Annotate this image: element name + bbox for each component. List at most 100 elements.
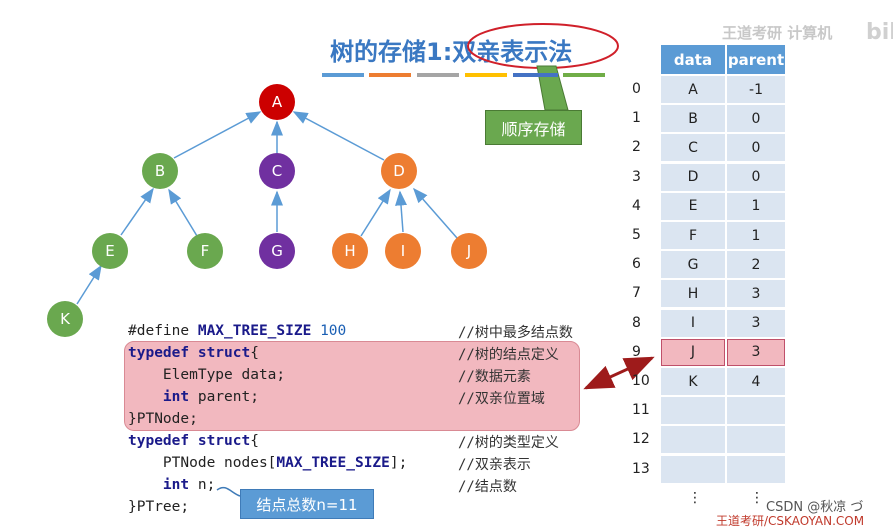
code-comment: //双亲位置域 xyxy=(458,391,545,407)
tree-node-G: G xyxy=(259,233,295,269)
code-token xyxy=(128,477,163,493)
header-data: data xyxy=(661,45,725,74)
edge-I-D xyxy=(395,190,407,233)
cell-data xyxy=(661,455,725,483)
edge-J-D xyxy=(413,187,458,239)
code-token: MAX_TREE_SIZE xyxy=(197,323,312,339)
row-index: 9 xyxy=(632,343,641,360)
code-comment: //结点数 xyxy=(458,479,517,495)
code-comment: //树中最多结点数 xyxy=(458,325,573,341)
tree-node-K: K xyxy=(47,301,83,337)
edge-K-E xyxy=(76,264,102,305)
title-bar-green xyxy=(563,73,605,77)
cell-parent: -1 xyxy=(727,76,785,103)
cell-data: A xyxy=(661,76,725,103)
row-index: 5 xyxy=(632,227,641,243)
brand-credit: 王道考研/CSKAOYAN.COM xyxy=(716,514,865,528)
code-token: typedef struct xyxy=(128,433,251,449)
cell-data: H xyxy=(661,280,725,308)
cell-data: C xyxy=(661,134,725,162)
row-index: 11 xyxy=(632,402,650,419)
code-token: 100 xyxy=(320,323,347,339)
cell-parent: 4 xyxy=(727,368,785,395)
slide-title: 树的存储1:双亲表示法 xyxy=(330,32,572,67)
row-index: 1 xyxy=(632,110,641,127)
cell-data xyxy=(661,397,725,425)
cell-parent: 2 xyxy=(727,251,785,279)
code-line: ElemType data; xyxy=(128,364,407,386)
row-index: 0 xyxy=(632,81,641,97)
code-token: MAX_TREE_SIZE xyxy=(276,455,390,471)
tree-node-D: D xyxy=(381,153,417,189)
code-token: #define xyxy=(128,323,198,339)
title-emphasis: 双亲表示法 xyxy=(452,38,573,66)
title-bar-yellow xyxy=(465,73,507,77)
code-line: typedef struct{ xyxy=(128,342,407,364)
code-token: { xyxy=(250,433,259,449)
tree-node-E: E xyxy=(92,233,128,269)
title-bar-blue xyxy=(322,73,364,77)
cell-data: J xyxy=(661,338,725,366)
row-index: 12 xyxy=(632,431,650,448)
row-index: 10 xyxy=(632,373,650,389)
link-code-to-row-9 xyxy=(583,356,655,390)
cell-data xyxy=(661,426,725,454)
ptnode-highlight-box xyxy=(124,341,580,431)
code-token: n; xyxy=(189,477,216,493)
code-token: parent; xyxy=(189,389,259,405)
code-comment: //双亲表示 xyxy=(458,457,531,473)
edge-F-B xyxy=(168,188,198,237)
tree-node-H: H xyxy=(332,233,368,269)
cell-data: G xyxy=(661,251,725,279)
tree-node-A: A xyxy=(259,84,295,120)
code-token: ]; xyxy=(389,455,408,471)
code-line: }PTree; xyxy=(128,496,407,518)
tree-node-C: C xyxy=(259,153,295,189)
callout-label: 顺序存储 xyxy=(501,119,566,139)
count-label-pointer xyxy=(216,486,241,497)
node-count-label: 结点总数n=11 xyxy=(240,489,374,519)
csdn-credit: CSDN @秋凉 づ xyxy=(766,500,864,515)
table-ellipsis-parent: ⋮ xyxy=(750,490,764,506)
cell-parent: 3 xyxy=(727,309,785,337)
code-token xyxy=(311,323,320,339)
cell-data: D xyxy=(661,163,725,191)
row-index: 13 xyxy=(632,460,650,477)
code-token: { xyxy=(250,345,259,361)
code-token: PTNode nodes[ xyxy=(128,455,277,471)
tree-node-B: B xyxy=(142,153,178,189)
code-token xyxy=(128,389,163,405)
tree-node-J: J xyxy=(451,233,487,269)
row-index: 2 xyxy=(632,139,641,156)
title-bar-darkblue xyxy=(513,73,558,77)
tree-node-F: F xyxy=(187,233,223,269)
header-parent: parent xyxy=(727,45,785,74)
cell-parent: 0 xyxy=(727,105,785,133)
edge-D-A xyxy=(292,111,385,161)
code-token: }PTree; xyxy=(128,499,190,515)
cell-data: I xyxy=(661,309,725,337)
cell-data: F xyxy=(661,222,725,249)
code-token: ElemType data; xyxy=(128,367,286,383)
row-index: 3 xyxy=(632,168,641,185)
tree-node-I: I xyxy=(385,233,421,269)
row-index: 6 xyxy=(632,256,641,273)
callout-sequential-storage: 顺序存储 xyxy=(485,110,582,145)
code-line: typedef struct{ xyxy=(128,430,407,452)
cell-data: E xyxy=(661,192,725,220)
code-token: int xyxy=(162,389,190,405)
cell-parent: 3 xyxy=(727,338,785,366)
code-comment: //数据元素 xyxy=(458,369,531,385)
code-token: }PTNode; xyxy=(128,411,198,427)
code-line: PTNode nodes[MAX_TREE_SIZE]; xyxy=(128,452,407,474)
cell-parent: 1 xyxy=(727,192,785,220)
code-token: int xyxy=(162,477,190,493)
edge-B-A xyxy=(173,111,262,159)
cell-data: B xyxy=(661,105,725,133)
cell-parent xyxy=(727,455,785,483)
cell-parent: 1 xyxy=(727,222,785,249)
cell-parent: 0 xyxy=(727,163,785,191)
